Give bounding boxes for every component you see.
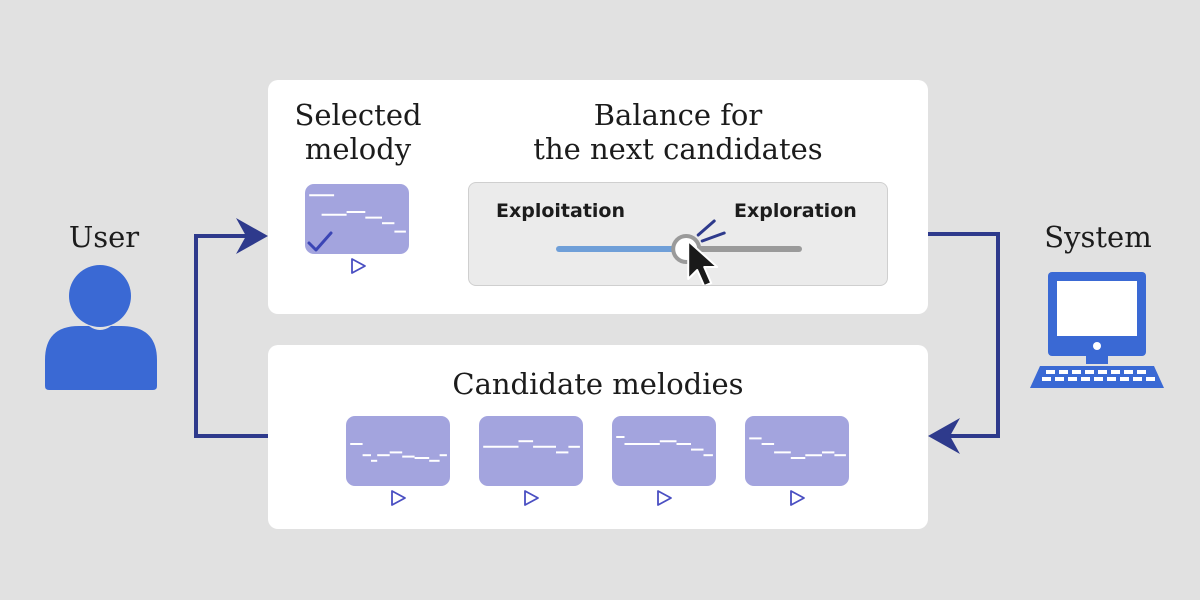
pointer-cursor-icon [687,219,726,285]
computer-icon [1030,272,1164,388]
play-icon[interactable] [388,488,408,508]
candidate-melody-card[interactable] [346,416,450,486]
exploitation-label: Exploitation [496,200,625,222]
bottom-panel: Candidate melodies [268,345,928,529]
selected-melody-card[interactable] [305,184,409,254]
system-flow-arrow-line [928,232,1000,438]
check-icon [307,231,333,252]
user-label: User [68,220,140,254]
top-panel: Selected melody Balance for the next can… [268,80,928,314]
balance-heading-line1: Balance for [593,98,763,132]
play-icon[interactable] [521,488,541,508]
candidate-melodies-heading: Candidate melodies [452,367,744,401]
system-label: System [1044,220,1152,254]
selected-melody-heading: Selected melody [278,98,438,166]
play-icon[interactable] [787,488,807,508]
candidate-melody-card[interactable] [479,416,583,486]
melody-notes [616,436,713,457]
system-flow-arrowhead [928,418,960,454]
user-icon [45,265,157,390]
melody-notes [350,443,447,462]
play-icon[interactable] [348,256,368,276]
melody-notes [309,194,406,233]
selected-melody-heading-line2: melody [304,132,412,166]
candidate-melody-card[interactable] [745,416,849,486]
balance-heading: Balance for the next candidates [498,98,858,166]
candidate-melody-card[interactable] [612,416,716,486]
balance-slider[interactable] [469,183,887,285]
melody-notes [483,440,580,454]
play-icon[interactable] [654,488,674,508]
balance-slider-box: Exploitation Exploration [468,182,888,286]
user-flow-arrowhead [236,218,268,254]
melody-notes [749,437,846,459]
selected-melody-heading-line1: Selected [294,98,422,132]
user-flow-arrow-line [194,234,268,438]
exploration-label: Exploration [734,200,857,222]
balance-heading-line2: the next candidates [533,132,823,166]
